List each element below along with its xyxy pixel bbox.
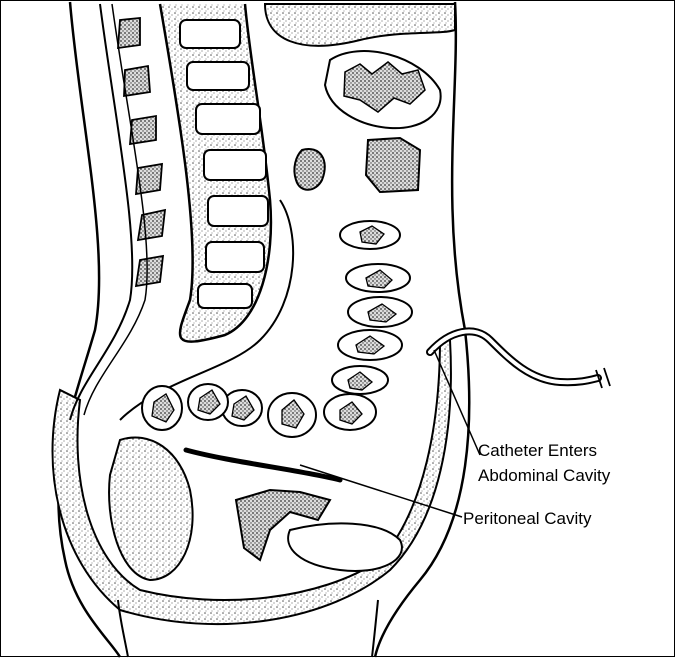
catheter-label-line2: Abdominal Cavity <box>478 466 610 486</box>
duodenum <box>294 149 324 190</box>
spinal-canal <box>70 4 132 420</box>
catheter-label-line1: Catheter Enters <box>478 441 597 461</box>
spinous-processes <box>118 18 165 286</box>
spinal-canal-inner <box>84 4 147 415</box>
catheter-cut-mark <box>596 368 610 388</box>
pelvic-floor <box>288 523 402 571</box>
peritoneal-cavity-label: Peritoneal Cavity <box>463 509 592 529</box>
catheter-tube <box>430 331 598 382</box>
liver-top <box>265 4 455 46</box>
peritoneal-cavity-line <box>186 450 340 480</box>
transverse-colon <box>366 138 420 192</box>
catheter-tube-inner <box>430 331 598 382</box>
bladder <box>109 437 193 580</box>
